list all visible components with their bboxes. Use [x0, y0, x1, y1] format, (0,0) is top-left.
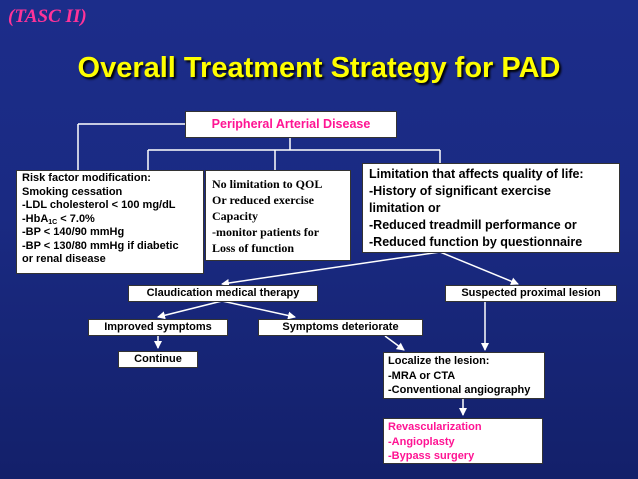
box-localize-lesion: Localize the lesion: -MRA or CTA -Conven… [383, 352, 545, 399]
box-improved-symptoms: Improved symptoms [88, 319, 228, 336]
box-continue: Continue [118, 351, 198, 368]
box-no-limitation: No limitation to QOL Or reduced exercise… [205, 170, 351, 261]
limitation-line-4: -Reduced treadmill performance or [369, 218, 577, 232]
nolimit-line-5: Loss of function [212, 241, 295, 255]
revasc-line-1: Revascularization [388, 421, 482, 433]
nolimit-line-3: Capacity [212, 209, 258, 223]
risk-hba-subscript: 1C [48, 218, 58, 226]
risk-line-4: -HbA1C < 7.0% [22, 213, 198, 227]
limitation-line-2: -History of significant exercise [369, 184, 552, 198]
arrow-deteriorate-localize [384, 335, 405, 351]
arrow-limitation-claudication [221, 251, 441, 287]
arrow-claudication-deteriorate [221, 300, 296, 320]
arrow-claudication-improved [157, 300, 223, 320]
risk-line-5: -BP < 140/90 mmHg [22, 226, 125, 238]
localize-line-1: Localize the lesion: [388, 355, 490, 367]
page-title: Overall Treatment Strategy for PAD [77, 52, 561, 84]
arrow-limitation-proximal [439, 251, 519, 286]
box-revascularization: Revascularization -Angioplasty -Bypass s… [383, 418, 543, 464]
nolimit-line-4: -monitor patients for [212, 225, 320, 239]
risk-hba-prefix: -HbA [22, 212, 49, 225]
box-symptoms-deteriorate: Symptoms deteriorate [258, 319, 423, 336]
limitation-line-5: -Reduced function by questionnaire [369, 235, 583, 249]
risk-line-6: -BP < 130/80 mmHg if diabetic [22, 239, 179, 252]
box-peripheral-arterial-disease: Peripheral Arterial Disease [185, 111, 397, 138]
nolimit-line-1: No limitation to QOL [212, 177, 323, 191]
risk-line-3: -LDL cholesterol < 100 mg/dL [22, 199, 176, 211]
revasc-line-2: -Angioplasty [388, 435, 455, 448]
box-risk-factor-modification: Risk factor modification: Smoking cessat… [16, 170, 204, 274]
tasc-label: (TASC II) [8, 6, 87, 27]
limitation-line-3: limitation or [369, 201, 441, 215]
nolimit-line-2: Or reduced exercise [212, 193, 314, 207]
risk-hba-value: < 7.0% [57, 212, 95, 225]
revasc-line-3: -Bypass surgery [388, 450, 475, 462]
box-suspected-proximal-lesion: Suspected proximal lesion [445, 285, 617, 302]
risk-line-7: or renal disease [22, 253, 106, 265]
box-limitation-quality-of-life: Limitation that affects quality of life:… [362, 163, 620, 253]
localize-line-3: -Conventional angiography [388, 384, 531, 396]
limitation-line-1: Limitation that affects quality of life: [369, 167, 584, 181]
box-claudication-medical-therapy: Claudication medical therapy [128, 285, 318, 302]
risk-line-1: Risk factor modification: [22, 172, 151, 184]
risk-line-2: Smoking cessation [22, 185, 123, 198]
localize-line-2: -MRA or CTA [388, 369, 456, 382]
